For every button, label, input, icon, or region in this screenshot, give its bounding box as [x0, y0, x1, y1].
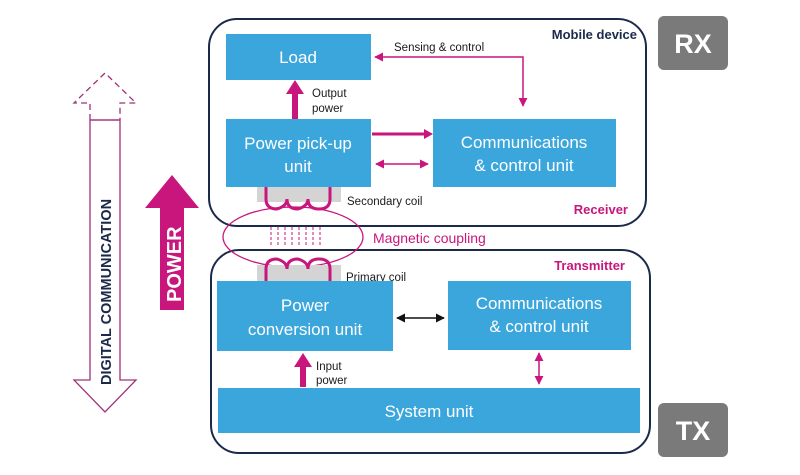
rx-comm-label-2: & control unit — [474, 156, 573, 175]
power-pickup-label-1: Power pick-up — [244, 134, 352, 153]
sensing-control-label: Sensing & control — [394, 42, 484, 54]
output-power-label-1: Output — [312, 88, 347, 100]
sensing-control-arrow — [374, 52, 528, 107]
magnetic-coupling-ellipse — [222, 206, 364, 268]
transmitter-container — [210, 249, 651, 454]
rx-comm-label-1: Communications — [461, 133, 588, 152]
mobile-device-title: Mobile device — [552, 27, 637, 42]
input-power-label-1: Input — [316, 361, 342, 373]
power-pickup-block — [226, 119, 371, 187]
load-label: Load — [279, 48, 317, 67]
rx-comm-control-block — [433, 119, 616, 187]
primary-coil — [257, 257, 341, 281]
power-conversion-label-2: conversion unit — [248, 320, 363, 339]
magnetic-coupling-label: Magnetic coupling — [373, 230, 486, 246]
output-power-label-2: power — [312, 103, 343, 115]
secondary-coil — [257, 187, 341, 211]
tx-badge — [658, 403, 728, 457]
power-label: POWER — [164, 226, 186, 302]
load-block — [226, 34, 371, 80]
power-conversion-block — [217, 281, 393, 351]
receiver-title: Receiver — [574, 202, 628, 217]
power-arrow — [145, 175, 199, 310]
system-unit-label: System unit — [385, 402, 474, 421]
power-conversion-label-1: Power — [281, 296, 330, 315]
tx-comm-label-1: Communications — [476, 294, 603, 313]
output-power-arrowhead — [286, 80, 304, 94]
rx-badge — [658, 16, 728, 70]
tx-comm-control-block — [448, 281, 631, 350]
digital-communication-arrow — [72, 72, 138, 413]
power-pickup-label-2: unit — [284, 157, 312, 176]
pickup-to-comm-arrowhead — [424, 129, 433, 139]
digital-communication-label: DIGITAL COMMUNICATION — [99, 199, 115, 385]
receiver-container — [208, 18, 647, 227]
rx-badge-label: RX — [674, 29, 712, 59]
magnetic-field-lines — [270, 227, 321, 247]
input-power-label-2: power — [316, 375, 347, 387]
tx-comm-label-2: & control unit — [489, 317, 588, 336]
tx-badge-label: TX — [676, 416, 711, 446]
transmitter-title: Transmitter — [554, 258, 625, 273]
secondary-coil-label: Secondary coil — [347, 196, 422, 208]
system-unit-block — [218, 388, 640, 433]
input-power-arrowhead — [294, 353, 312, 367]
